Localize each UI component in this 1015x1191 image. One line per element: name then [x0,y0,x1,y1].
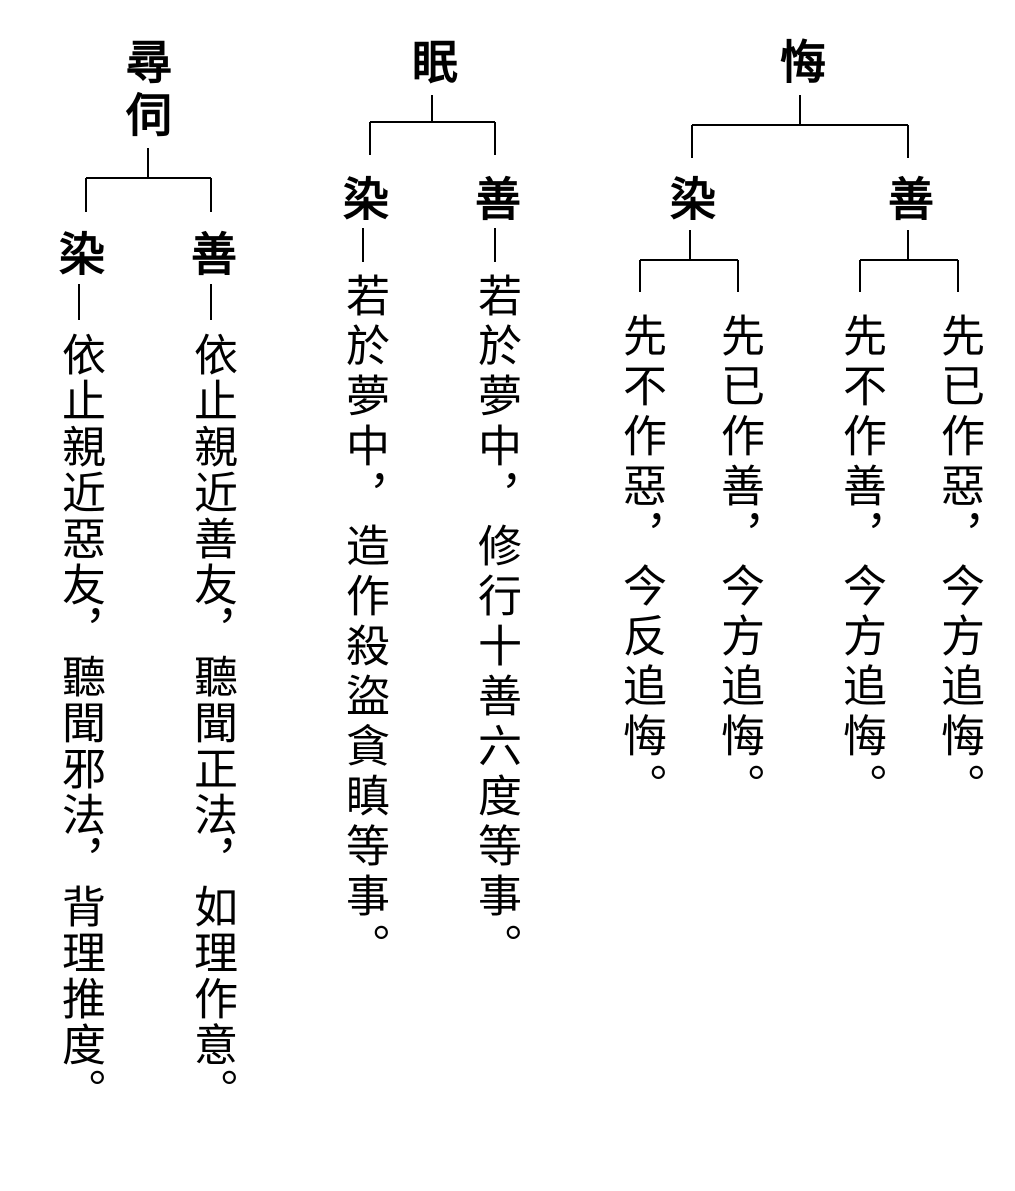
hui-ran-right-description: 先已作善，今方追悔。 [713,313,764,813]
hui-shan-branch-label: 善 [881,175,935,228]
xunsi-right-branch-label: 善 [184,230,238,283]
xunsi-left-description: 依止親近惡友，聽聞邪法，背理推度。 [54,332,105,1114]
mian-right-branch-label: 善 [468,175,522,228]
hui-ran-left-description: 先不作惡，今反追悔。 [615,313,666,813]
hui-ran-branch-label: 染 [663,175,717,228]
mian-root-label: 眠 [405,38,459,91]
mian-left-branch-label: 染 [336,175,390,228]
hui-root-label: 悔 [773,38,827,91]
xunsi-root-label: 尋伺 [119,38,173,144]
mian-right-description: 若於夢中，修行十善六度等事。 [470,273,521,973]
xunsi-left-branch-label: 染 [52,230,106,283]
mian-left-description: 若於夢中，造作殺盜貪瞋等事。 [338,273,389,973]
xunsi-right-description: 依止親近善友，聽聞正法，如理作意。 [186,332,237,1114]
hui-shan-right-description: 先已作惡，今方追悔。 [933,313,984,813]
hui-shan-left-description: 先不作善，今方追悔。 [835,313,886,813]
